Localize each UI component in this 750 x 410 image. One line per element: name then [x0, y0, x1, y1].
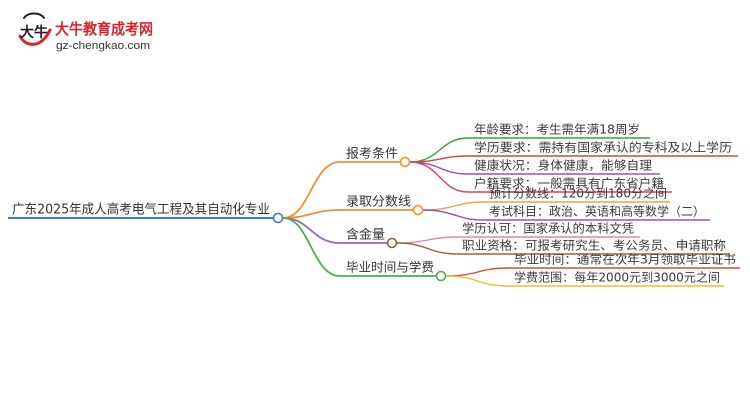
child-connector — [409, 161, 672, 193]
child-label-qualification: 职业资格：可报考研究生、考公务员、申请职称 — [462, 238, 726, 253]
ox-emblem-icon: 大牛 — [18, 12, 52, 46]
child-connector — [422, 209, 710, 221]
site-url: gz-chengkao.com — [56, 40, 150, 52]
branch-value: 含金量 学历认可：国家承认的本科文凭 职业资格：可报考研究生、考公务员、申请职称 — [282, 217, 730, 255]
branch-label: 含金量 — [346, 227, 385, 242]
branch-graduation-and-fees: 毕业时间与学费 毕业时间：通常在次年3月领取毕业证书 学费范围：每年2000元到… — [282, 217, 740, 287]
child-connector — [445, 267, 740, 277]
branch-connector — [282, 161, 401, 219]
branch-label: 录取分数线 — [346, 194, 412, 209]
branch-application-requirements: 报考条件 年龄要求：考生需年满18周岁 学历要求：需持有国家承认的专科及以上学历… — [282, 122, 738, 219]
child-label-graduation: 毕业时间：通常在次年3月领取毕业证书 — [514, 253, 736, 267]
child-connector — [396, 242, 730, 255]
child-label-subjects: 考试科目：政治、英语和高等数学（二） — [489, 204, 705, 219]
child-label-health: 健康状况：身体健康，能够自理 — [474, 158, 652, 173]
emblem-swoosh — [18, 28, 52, 46]
site-name: 大牛教育成考网 — [55, 20, 153, 38]
root-label: 广东2025年成人高考电气工程及其自动化专业 — [12, 202, 270, 218]
branch-node — [399, 156, 411, 168]
branch-connector — [282, 209, 414, 219]
emblem-horns — [23, 12, 45, 19]
child-connector — [445, 275, 724, 287]
child-label-household: 户籍要求：一般需具有广东省户籍 — [474, 176, 664, 191]
child-label-education: 学历要求：需持有国家承认的专科及以上学历 — [474, 140, 732, 155]
branch-node — [412, 204, 424, 216]
child-label-recognition: 学历认可：国家承认的本科文凭 — [462, 221, 634, 236]
branch-label: 毕业时间与学费 — [346, 260, 434, 275]
child-label-tuition: 学费范围：每年2000元到3000元之间 — [514, 270, 720, 285]
branch-admission-score: 录取分数线 预计分数线：120分到180分之间 考试科目：政治、英语和高等数学（… — [282, 186, 710, 221]
emblem-text: 大牛 — [20, 24, 48, 41]
root-node — [272, 212, 284, 224]
branch-connector — [282, 217, 388, 244]
branch-label: 报考条件 — [346, 146, 398, 161]
child-label-score: 预计分数线：120分到180分之间 — [489, 186, 667, 201]
child-label-age: 年龄要求：考生需年满18周岁 — [474, 122, 640, 137]
branch-node — [386, 237, 398, 249]
root-topic: 广东2025年成人高考电气工程及其自动化专业 — [8, 202, 274, 219]
site-logo: 大牛 大牛教育成考网 gz-chengkao.com — [18, 12, 153, 52]
branch-node — [435, 270, 447, 282]
branch-connector — [282, 217, 437, 277]
